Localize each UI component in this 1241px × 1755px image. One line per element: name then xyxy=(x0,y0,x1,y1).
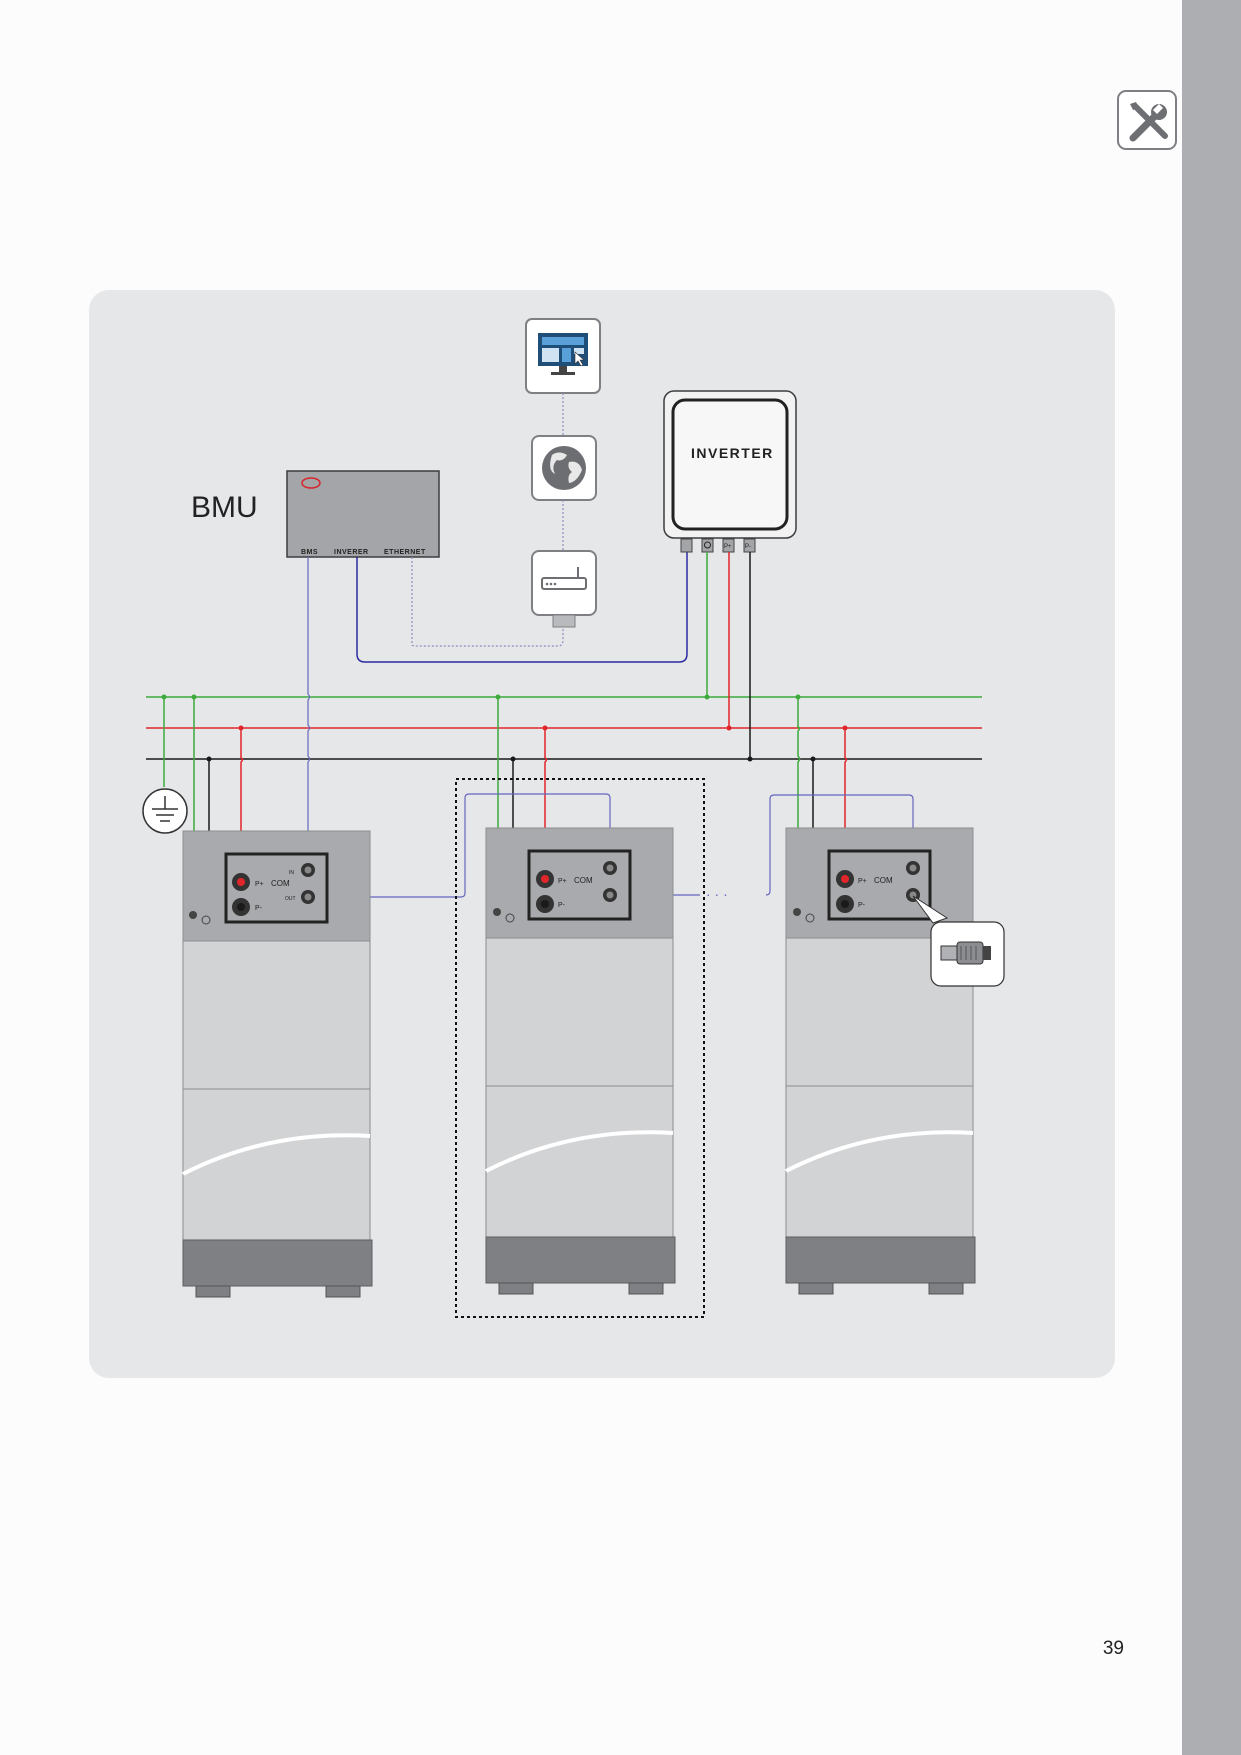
svg-text:COM: COM xyxy=(574,876,593,885)
svg-text:OUT: OUT xyxy=(285,896,296,902)
battery-module-3: P+ P- COM xyxy=(785,827,976,1295)
inverter-terminal-neg: P- xyxy=(745,544,751,550)
bmu-port-inverter: INVERER xyxy=(334,549,369,556)
svg-text:P-: P- xyxy=(255,905,263,912)
inverter-label: INVERTER xyxy=(691,445,774,461)
globe-icon xyxy=(531,435,597,501)
tools-icon xyxy=(1117,90,1177,150)
ground-symbol-icon xyxy=(142,788,188,834)
module-highlight-box xyxy=(455,778,705,1318)
bmu-port-ethernet: ETHERNET xyxy=(384,549,426,556)
ethernet-cable xyxy=(411,557,564,647)
svg-text:COM: COM xyxy=(271,879,290,888)
monitor-icon xyxy=(525,318,601,394)
svg-text:P-: P- xyxy=(858,902,866,909)
svg-text:P+: P+ xyxy=(858,878,867,885)
router-icon xyxy=(531,550,597,628)
terminator-plug-icon xyxy=(912,895,1005,987)
bmu-label: BMU xyxy=(191,491,258,524)
svg-text:P+: P+ xyxy=(255,881,264,888)
continuation-dots: · · · xyxy=(706,886,728,902)
svg-text:IN: IN xyxy=(289,870,294,876)
side-tab-bar xyxy=(1182,0,1241,1755)
battery-module-1: P+ P- COM IN OUT xyxy=(182,830,373,1298)
svg-text:P-: P- xyxy=(558,902,566,909)
svg-text:COM: COM xyxy=(874,876,893,885)
bmu-inverter-cable xyxy=(356,552,688,663)
bmu-port-bms: BMS xyxy=(301,549,318,556)
bmu-unit: BMU BMS INVERER ETHERNET xyxy=(191,470,440,558)
inverter-terminal-pos: P+ xyxy=(724,544,732,550)
page-number: 39 xyxy=(1102,1638,1124,1659)
svg-text:P+: P+ xyxy=(558,878,567,885)
inverter-unit: INVERTER P+ P- xyxy=(663,390,797,553)
battery-module-2: P+ P- COM xyxy=(485,827,676,1295)
wiring-diagram: BMU BMS INVERER ETHERNET INVERTER P+ P- xyxy=(89,290,1115,1378)
